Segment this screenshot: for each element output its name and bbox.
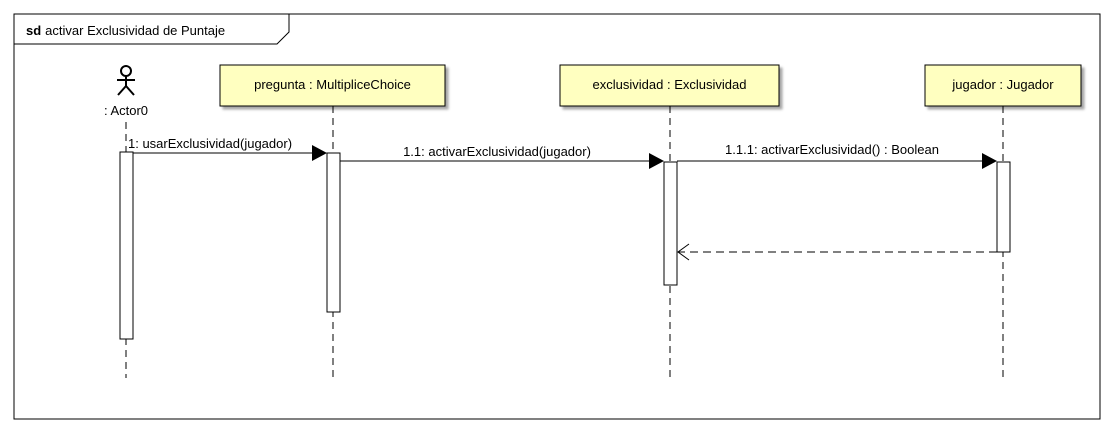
lifeline-head-exclusividad[interactable]: exclusividad : Exclusividad (559, 64, 780, 107)
activation-jugador (996, 161, 1011, 253)
lifeline-label-exclusividad: exclusividad : Exclusividad (593, 77, 747, 92)
lifeline-head-pregunta[interactable]: pregunta : MultipliceChoice (219, 64, 446, 107)
sync-arrowhead-icon (312, 145, 327, 161)
activation-pregunta (326, 152, 341, 313)
lifeline-head-jugador[interactable]: jugador : Jugador (924, 64, 1082, 107)
actor-icon (117, 65, 135, 96)
message-1-label: 1: usarExclusividad(jugador) (128, 136, 292, 151)
sd-frame: sd activar Exclusividad de Puntaje (13, 13, 1101, 420)
actor-label: : Actor0 (104, 103, 148, 118)
open-arrowhead-icon (677, 243, 690, 261)
message-1-1-1-label: 1.1.1: activarExclusividad() : Boolean (725, 142, 939, 157)
frame-title-text: activar Exclusividad de Puntaje (45, 23, 225, 38)
activation-actor (119, 151, 134, 340)
message-1-1[interactable]: 1.1: activarExclusividad(jugador) (340, 144, 664, 169)
lifeline-label-jugador: jugador : Jugador (951, 77, 1054, 92)
message-1-1-1[interactable]: 1.1.1: activarExclusividad() : Boolean (677, 142, 997, 169)
lifeline-label-pregunta: pregunta : MultipliceChoice (254, 77, 411, 92)
frame-keyword: sd (26, 23, 41, 38)
return-message[interactable] (677, 243, 997, 261)
frame-title: sd activar Exclusividad de Puntaje (26, 23, 225, 38)
actor-0[interactable]: : Actor0 (104, 65, 148, 118)
activation-exclusividad (663, 161, 678, 286)
sync-arrowhead-icon (982, 153, 997, 169)
sync-arrowhead-icon (649, 153, 664, 169)
message-1[interactable]: 1: usarExclusividad(jugador) (128, 136, 327, 161)
message-1-1-label: 1.1: activarExclusividad(jugador) (403, 144, 591, 159)
